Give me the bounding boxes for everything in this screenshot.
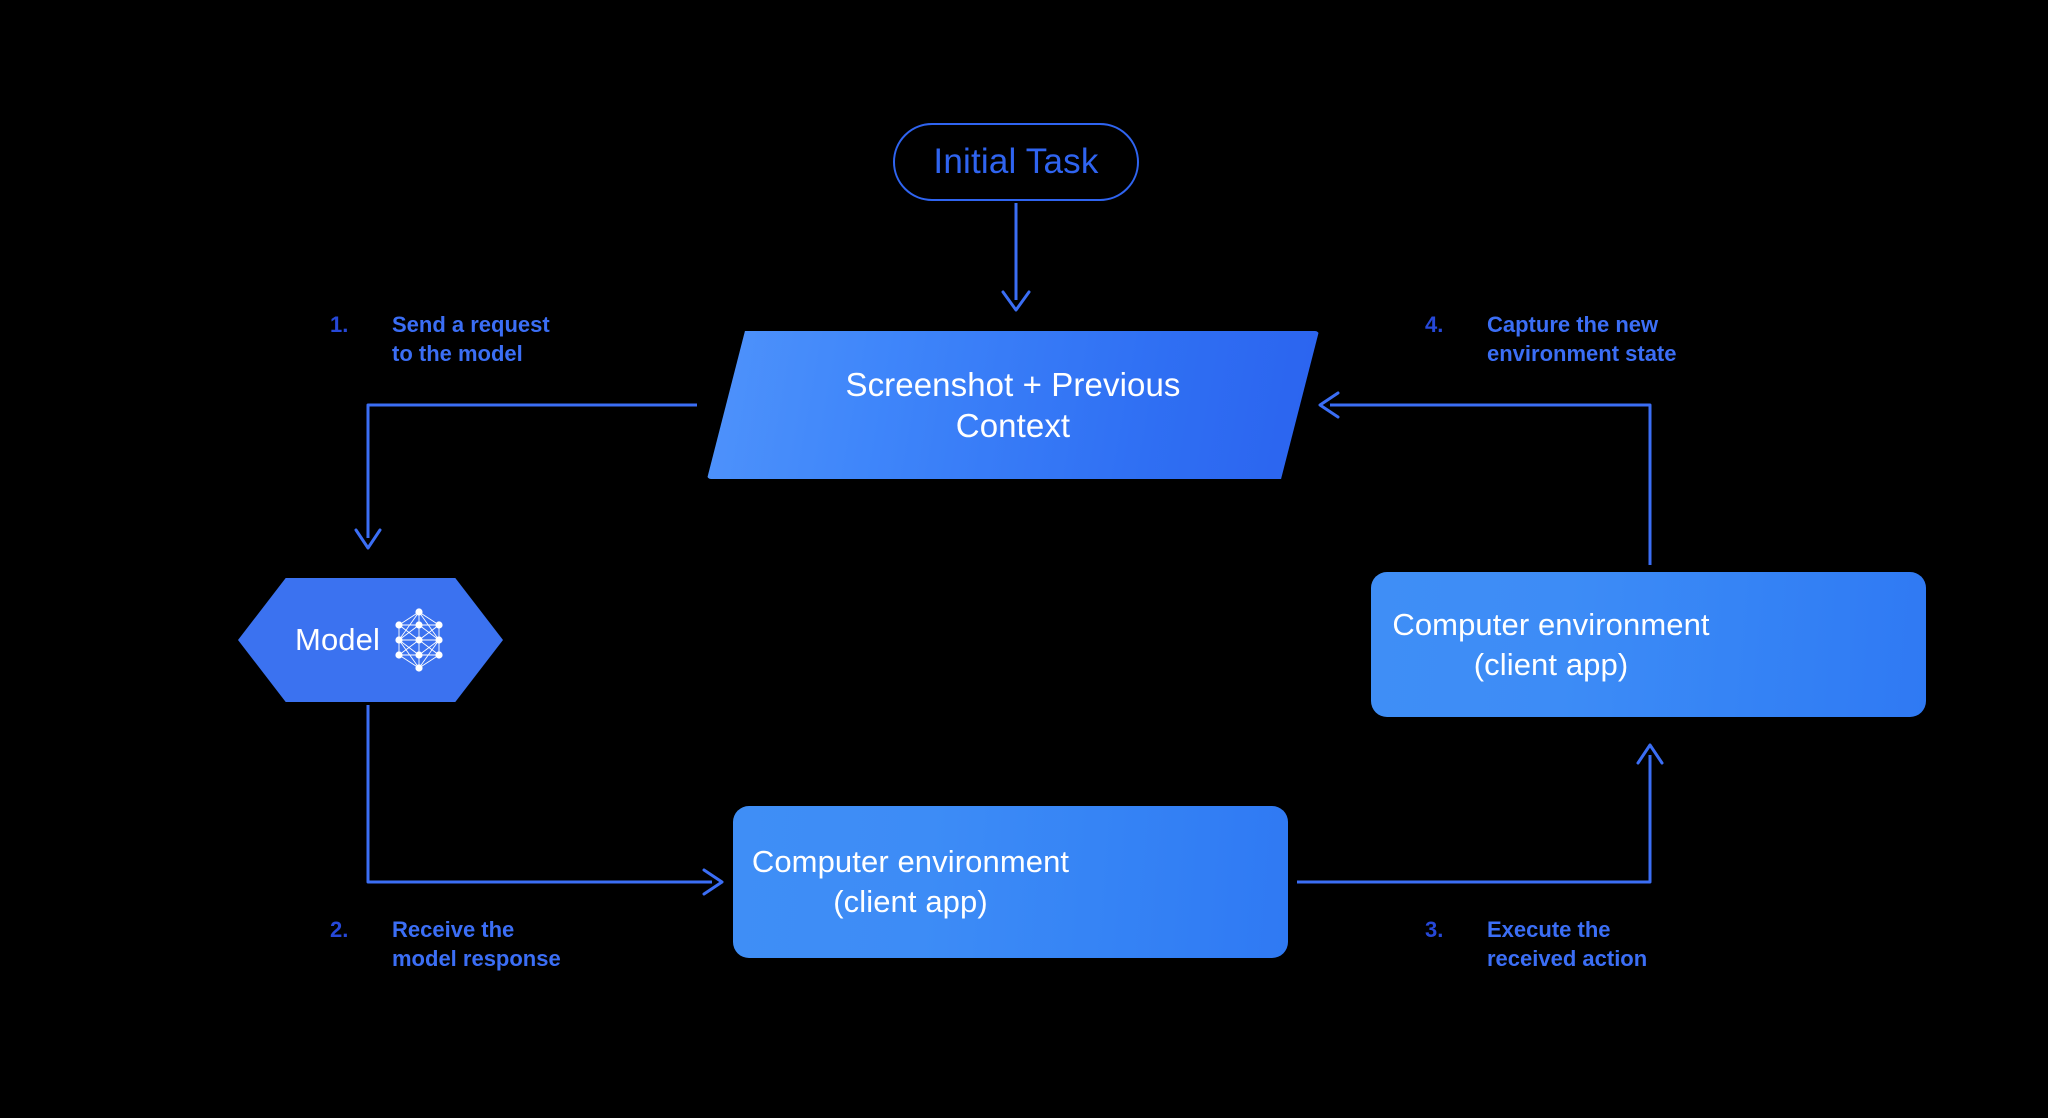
- right-environment-background: [1371, 572, 1926, 717]
- step-1-annotation: 1. Send a request to the model: [330, 310, 550, 368]
- step-4-annotation: 4. Capture the new environment state: [1425, 310, 1677, 368]
- bottom-environment-background: [733, 806, 1288, 958]
- model-node-label: Model: [295, 622, 380, 657]
- step-2-text: Receive the model response: [392, 917, 561, 971]
- step-3-number: 3.: [1425, 917, 1444, 942]
- right-environment-line2: (client app): [1473, 646, 1629, 682]
- bottom-environment-line1: Computer environment: [751, 844, 1070, 879]
- context-node[interactable]: Screenshot + Previous Context: [707, 331, 1319, 479]
- step-1-text: Send a request to the model: [392, 312, 550, 366]
- model-node[interactable]: Model: [238, 578, 503, 702]
- step-2-number: 2.: [330, 917, 349, 942]
- context-node-label: Screenshot + Previous Context: [707, 331, 1319, 479]
- step-3-text: Execute the received action: [1487, 917, 1648, 971]
- connector-task-to-context: [1001, 203, 1031, 312]
- right-environment-node[interactable]: Computer environment (client app) 2048.o…: [1371, 572, 1926, 717]
- connector-context-to-model: [354, 403, 697, 550]
- initial-task-label: Initial Task: [933, 142, 1099, 181]
- step-4-number: 4.: [1425, 312, 1444, 337]
- step-2-annotation: 2. Receive the model response: [330, 915, 561, 973]
- right-environment-line1: Computer environment: [1392, 606, 1710, 642]
- bottom-environment-label: Computer environment (client app): [733, 806, 1088, 958]
- connector-right-env-to-context: [1318, 391, 1652, 565]
- bottom-environment-node[interactable]: Computer environment (client app): [733, 806, 1288, 958]
- connector-bottom-env-to-right-env: [1297, 743, 1664, 884]
- bottom-environment-line2: (client app): [833, 884, 988, 919]
- context-node-line1: Screenshot + Previous: [845, 366, 1181, 403]
- context-node-shape: [707, 331, 1319, 479]
- model-node-content: Model: [238, 578, 503, 702]
- step-3-annotation: 3. Execute the received action: [1425, 915, 1647, 973]
- step-4-text: Capture the new environment state: [1487, 312, 1677, 366]
- connector-model-to-bottom-env: [366, 705, 724, 896]
- model-node-shape: [238, 578, 503, 702]
- context-node-line2: Context: [955, 407, 1071, 444]
- initial-task-node[interactable]: Initial Task: [893, 123, 1139, 201]
- step-1-number: 1.: [330, 312, 349, 337]
- neural-network-icon: [395, 608, 443, 672]
- right-environment-label: Computer environment (client app): [1371, 572, 1731, 717]
